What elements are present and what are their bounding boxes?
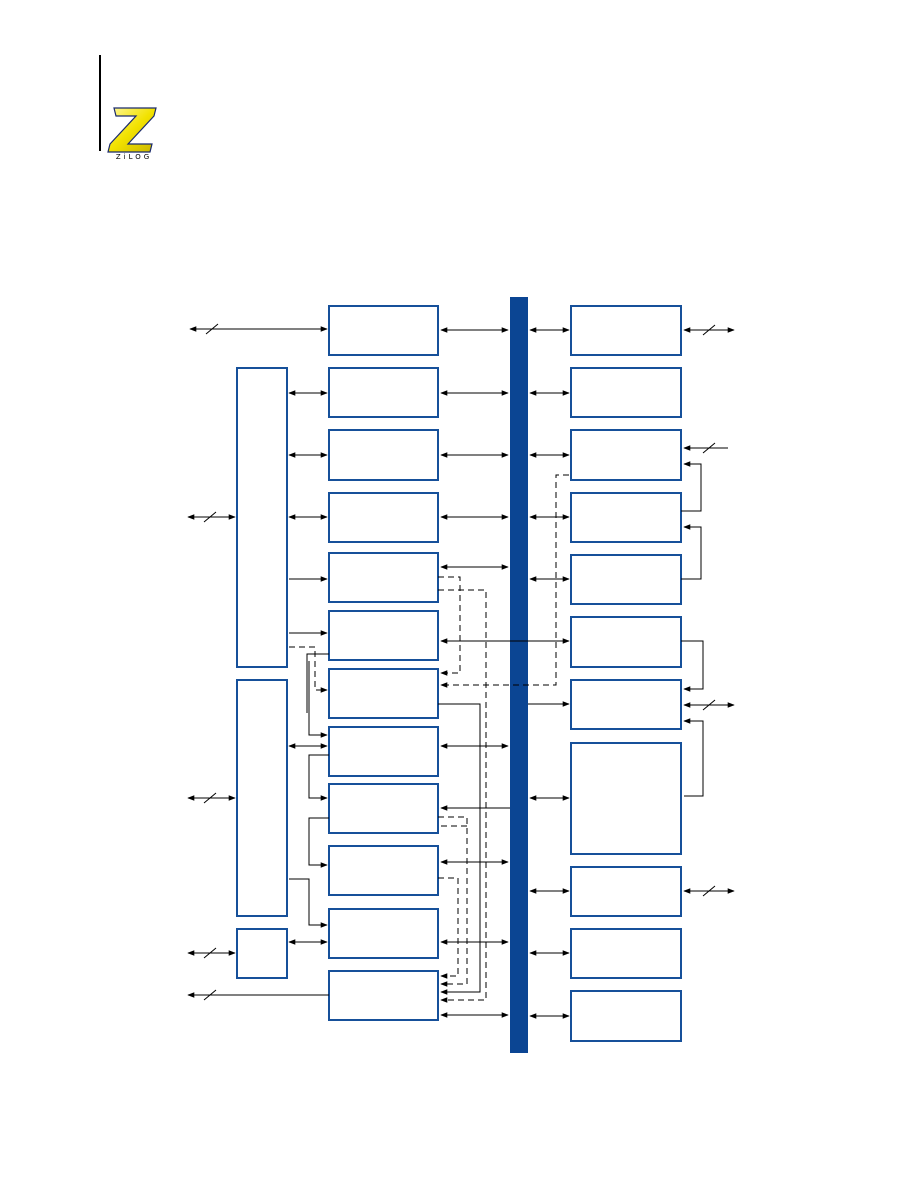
center-block bbox=[328, 367, 439, 418]
header-rule bbox=[99, 55, 101, 151]
zilog-logo bbox=[107, 107, 157, 153]
center-block bbox=[328, 429, 439, 481]
right-block bbox=[570, 554, 682, 605]
left-block bbox=[236, 928, 288, 979]
center-block bbox=[328, 970, 439, 1021]
center-block bbox=[328, 783, 439, 834]
right-block bbox=[570, 742, 682, 855]
right-block bbox=[570, 679, 682, 730]
right-block bbox=[570, 492, 682, 543]
right-block bbox=[570, 305, 682, 356]
dashed-connectors bbox=[289, 474, 569, 1003]
right-block bbox=[570, 616, 682, 668]
right-block bbox=[570, 429, 682, 481]
center-block bbox=[328, 305, 439, 356]
right-block bbox=[570, 928, 682, 979]
left-block bbox=[236, 367, 288, 668]
center-block bbox=[328, 845, 439, 896]
center-block bbox=[328, 552, 439, 603]
right-block bbox=[570, 367, 682, 418]
left-block bbox=[236, 679, 288, 917]
center-block bbox=[328, 908, 439, 959]
right-blocks bbox=[570, 305, 682, 1042]
center-block bbox=[328, 668, 439, 719]
left-blocks bbox=[236, 367, 288, 979]
right-block bbox=[570, 990, 682, 1042]
center-block bbox=[328, 610, 439, 661]
center-blocks bbox=[328, 305, 439, 1021]
solid-connectors bbox=[187, 323, 735, 1019]
center-block bbox=[328, 492, 439, 543]
right-block bbox=[570, 866, 682, 917]
logo-wordmark: ZiLOG bbox=[115, 153, 153, 161]
center-block bbox=[328, 726, 439, 777]
system-bus bbox=[510, 297, 528, 1053]
